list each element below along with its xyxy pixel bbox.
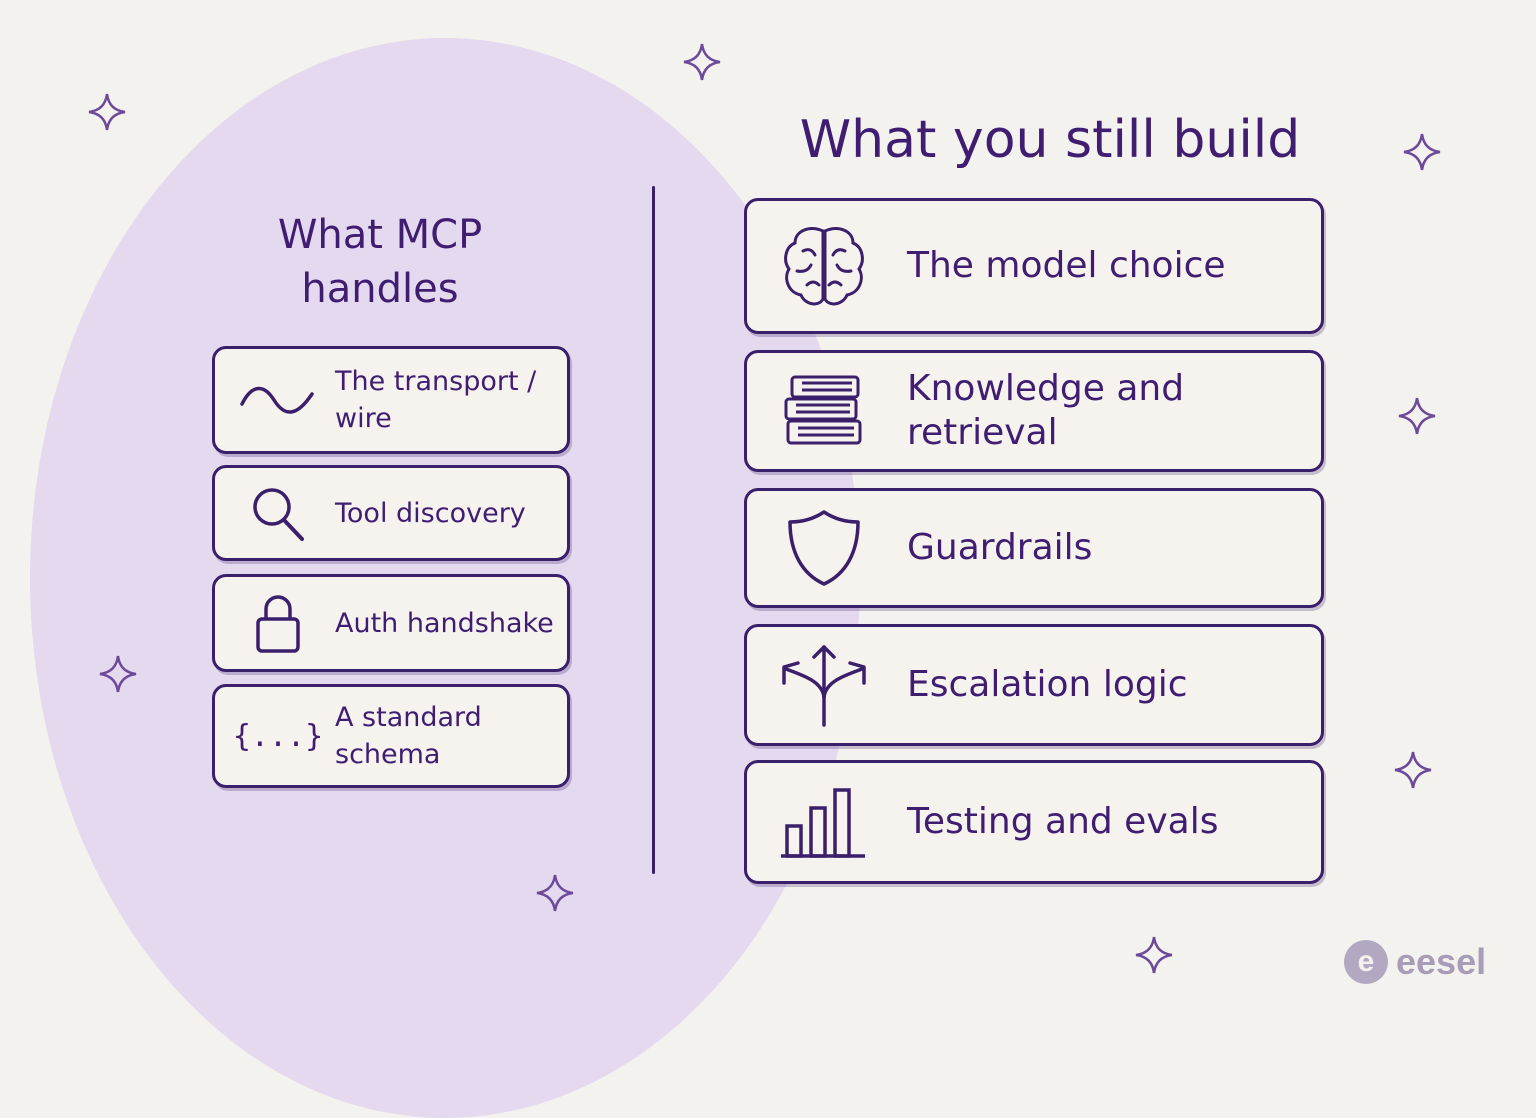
build-item-label: Guardrails bbox=[907, 527, 1093, 568]
sparkle-icon bbox=[1135, 936, 1173, 974]
build-item-model-choice: The model choice bbox=[744, 198, 1324, 334]
mcp-item-label: A standard schema bbox=[335, 702, 482, 770]
shield-icon bbox=[769, 508, 879, 588]
build-item-label: Escalation logic bbox=[907, 664, 1188, 705]
books-icon bbox=[769, 373, 879, 449]
mcp-item-schema: {...} A standard schema bbox=[212, 684, 570, 788]
logo-mark: e bbox=[1344, 940, 1388, 984]
sparkle-icon bbox=[683, 43, 721, 81]
mcp-item-label: Auth handshake bbox=[335, 607, 554, 639]
build-item-label: The model choice bbox=[907, 245, 1226, 286]
sparkle-icon bbox=[1398, 397, 1436, 435]
brain-icon bbox=[769, 223, 879, 309]
braces-icon: {...} bbox=[232, 718, 324, 754]
build-item-testing: Testing and evals bbox=[744, 760, 1324, 884]
sparkle-icon bbox=[88, 93, 126, 131]
padlock-icon bbox=[229, 591, 327, 655]
sparkle-icon bbox=[1394, 751, 1432, 789]
branching-arrows-icon bbox=[769, 641, 879, 729]
sparkle-icon bbox=[1403, 133, 1441, 171]
center-divider bbox=[652, 186, 655, 874]
sparkle-icon bbox=[99, 655, 137, 693]
wave-icon bbox=[229, 380, 327, 420]
eesel-logo: e eesel bbox=[1344, 940, 1486, 984]
right-column-title: What you still build bbox=[799, 110, 1301, 170]
mcp-item-auth: Auth handshake bbox=[212, 574, 570, 672]
mcp-item-label: The transport / wire bbox=[335, 366, 537, 434]
left-column-title: What MCP handles bbox=[277, 212, 483, 312]
build-item-label: Knowledge and retrieval bbox=[907, 368, 1185, 453]
magnifier-icon bbox=[229, 481, 327, 545]
bar-chart-icon bbox=[769, 784, 879, 860]
build-item-knowledge: Knowledge and retrieval bbox=[744, 350, 1324, 472]
sparkle-icon bbox=[536, 874, 574, 912]
mcp-item-tool-discovery: Tool discovery bbox=[212, 465, 570, 561]
build-item-guardrails: Guardrails bbox=[744, 488, 1324, 608]
mcp-item-transport: The transport / wire bbox=[212, 346, 570, 454]
build-item-label: Testing and evals bbox=[907, 801, 1219, 842]
build-item-escalation: Escalation logic bbox=[744, 624, 1324, 746]
mcp-item-label: Tool discovery bbox=[335, 497, 526, 529]
logo-wordmark: eesel bbox=[1396, 941, 1487, 982]
